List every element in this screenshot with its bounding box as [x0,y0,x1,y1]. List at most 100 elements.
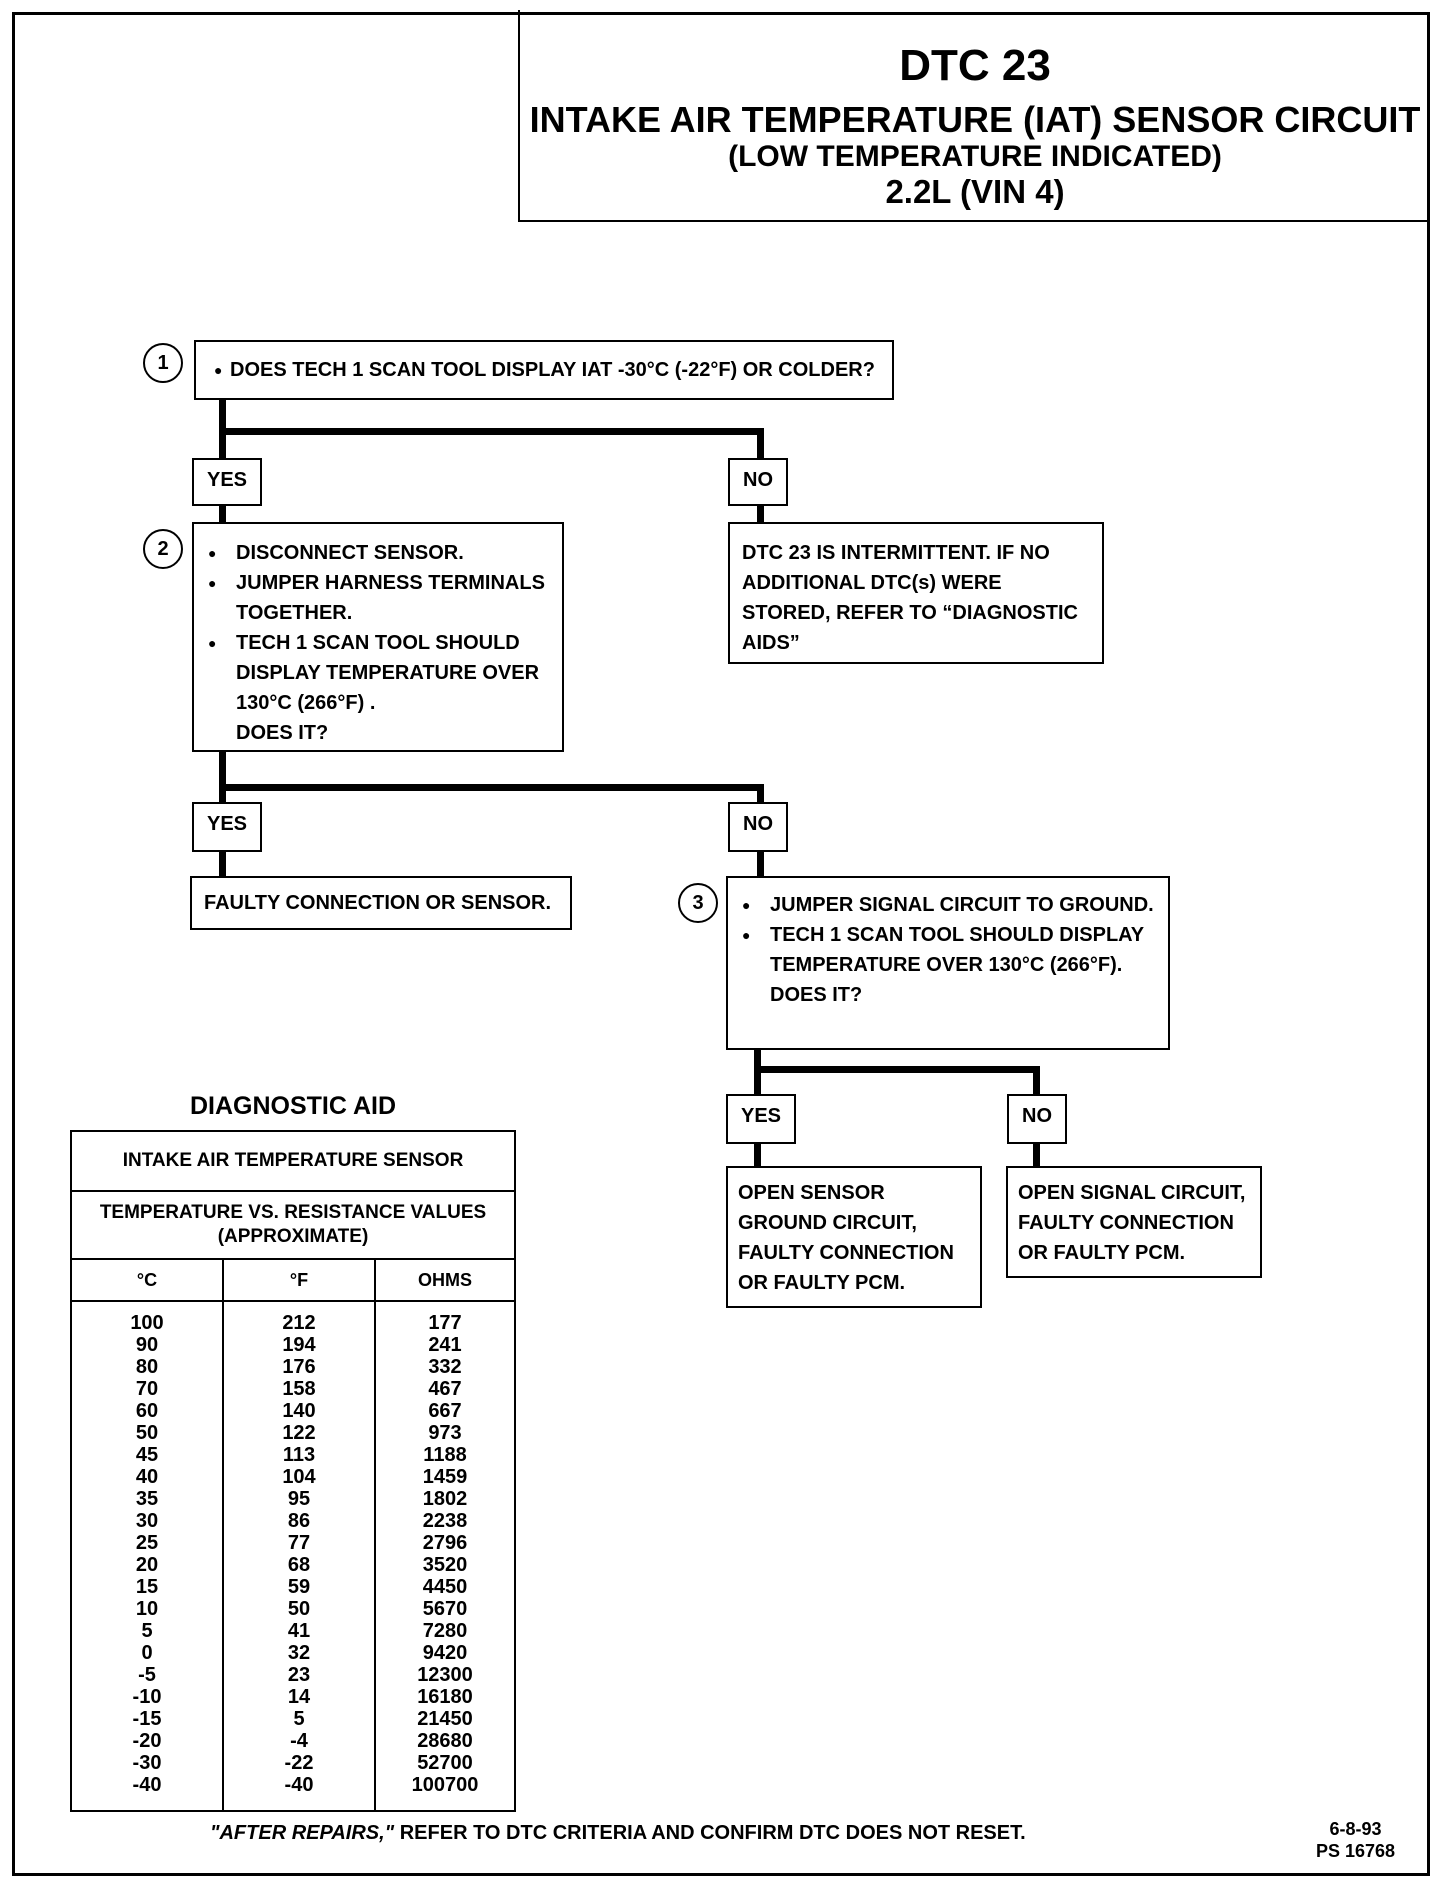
celsius-value: 40 [135,1466,159,1488]
title-line3: 2.2L (VIN 4) [885,173,1065,211]
ohms-value: 332 [428,1356,462,1378]
ohms-value: 12300 [417,1664,473,1686]
title-line1: INTAKE AIR TEMPERATURE (IAT) SENSOR CIRC… [529,98,1421,140]
result-open-ground: OPEN SENSOR GROUND CIRCUIT, FAULTY CONNE… [726,1166,982,1308]
celsius-value: 0 [141,1642,153,1664]
celsius-value: -20 [132,1730,162,1752]
column-ohms: OHMS [374,1258,516,1302]
ohms-value: 5670 [422,1598,468,1620]
fahrenheit-value: 158 [282,1378,316,1400]
step-1-number: 1 [143,343,183,383]
celsius-value: 35 [135,1488,159,1510]
step-3-number: 3 [678,883,718,923]
ohms-value: 667 [428,1400,462,1422]
table-header-2: TEMPERATURE VS. RESISTANCE VALUES (APPRO… [70,1190,516,1260]
celsius-value: 70 [135,1378,159,1400]
connector-line [219,750,226,802]
celsius-value: -5 [138,1664,156,1686]
fahrenheit-value: -22 [284,1752,314,1774]
diagnostic-aid-title: DIAGNOSTIC AID [189,1092,397,1120]
connector-line [219,505,226,525]
celsius-value: 50 [135,1422,159,1444]
fahrenheit-value: 59 [287,1576,311,1598]
connector-line [757,852,764,878]
result-open-signal: OPEN SIGNAL CIRCUIT, FAULTY CONNECTION O… [1006,1166,1262,1278]
no-label: NO [728,458,788,506]
step-1-box: DOES TECH 1 SCAN TOOL DISPLAY IAT -30°C … [194,340,894,400]
ohms-value: 7280 [422,1620,468,1642]
column-fahrenheit: °F [222,1258,376,1302]
ohms-value: 9420 [422,1642,468,1664]
diagnostic-aid-table: INTAKE AIR TEMPERATURE SENSOR TEMPERATUR… [70,1130,516,1812]
ohms-value: 467 [428,1378,462,1400]
ohms-value: 21450 [417,1708,473,1730]
fahrenheit-value: 95 [287,1488,311,1510]
footer-note: "AFTER REPAIRS," REFER TO DTC CRITERIA A… [210,1822,1026,1845]
connector-line [1033,1066,1040,1104]
fahrenheit-value: 194 [282,1334,316,1356]
connector-line [757,784,764,802]
table-column-row: °C °F OHMS [70,1258,516,1302]
step-3-list: JUMPER SIGNAL CIRCUIT TO GROUND. TECH 1 … [734,890,1160,1010]
ohms-value: 1188 [423,1444,467,1466]
connector-line [757,505,764,525]
yes-label: YES [192,458,262,506]
fahrenheit-value: -40 [284,1774,314,1796]
no-label: NO [728,802,788,852]
celsius-value: 45 [135,1444,159,1466]
celsius-value: 90 [135,1334,159,1356]
celsius-value: -40 [132,1774,162,1796]
ohms-value: 4450 [422,1576,468,1598]
fahrenheit-value: 23 [287,1664,311,1686]
step-3-item: TECH 1 SCAN TOOL SHOULD DISPLAY TEMPERAT… [734,920,1160,1010]
connector-line [1033,1142,1040,1166]
step-2-item: DISCONNECT SENSOR. [200,538,554,568]
ohms-value: 177 [428,1312,462,1334]
step-1-item: DOES TECH 1 SCAN TOOL DISPLAY IAT -30°C … [206,355,892,385]
ohms-value: 3520 [422,1554,468,1576]
fahrenheit-value: 68 [287,1554,311,1576]
fahrenheit-value: 176 [282,1356,316,1378]
ohms-value: 2238 [422,1510,468,1532]
table-header-row: TEMPERATURE VS. RESISTANCE VALUES (APPRO… [70,1190,516,1260]
celsius-value: 15 [135,1576,159,1598]
ohms-value: 1459 [422,1466,468,1488]
connector-line [219,852,226,878]
celsius-value: -15 [132,1708,162,1730]
fahrenheit-value: 140 [282,1400,316,1422]
ohms-value: 52700 [417,1752,473,1774]
yes-label: YES [726,1094,796,1144]
doc-ps-number: PS 16768 [1316,1841,1396,1861]
dtc-code: DTC 23 [899,41,1051,90]
ohms-value: 1802 [422,1488,468,1510]
connector-line [754,1050,761,1104]
celsius-value: 25 [135,1532,159,1554]
step-3-item: JUMPER SIGNAL CIRCUIT TO GROUND. [734,890,1160,920]
fahrenheit-value: 77 [287,1532,311,1554]
ohms-value: 100700 [411,1774,479,1796]
ohms-value: 241 [428,1334,462,1356]
celsius-value: 10 [135,1598,159,1620]
step-2-box: DISCONNECT SENSOR. JUMPER HARNESS TERMIN… [192,522,564,752]
step-2-item: TECH 1 SCAN TOOL SHOULD DISPLAY TEMPERAT… [200,628,554,748]
fahrenheit-value: 212 [282,1312,316,1334]
doc-date: 6-8-93 [1329,1819,1382,1839]
yes-label: YES [192,802,262,852]
table-header-1: INTAKE AIR TEMPERATURE SENSOR [70,1130,516,1192]
celsius-value: 80 [135,1356,159,1378]
connector-line [757,428,764,458]
connector-line [754,1142,761,1166]
fahrenheit-value: 50 [287,1598,311,1620]
fahrenheit-value: 122 [282,1422,316,1444]
footer-italic: "AFTER REPAIRS," [210,1822,395,1844]
connector-line [219,784,764,791]
fahrenheit-value: 41 [287,1620,311,1642]
fahrenheit-value: 86 [287,1510,311,1532]
celsius-value: -10 [132,1686,162,1708]
no-label: NO [1007,1094,1067,1144]
ohms-value: 973 [428,1422,462,1444]
fahrenheit-value: -4 [290,1730,308,1752]
